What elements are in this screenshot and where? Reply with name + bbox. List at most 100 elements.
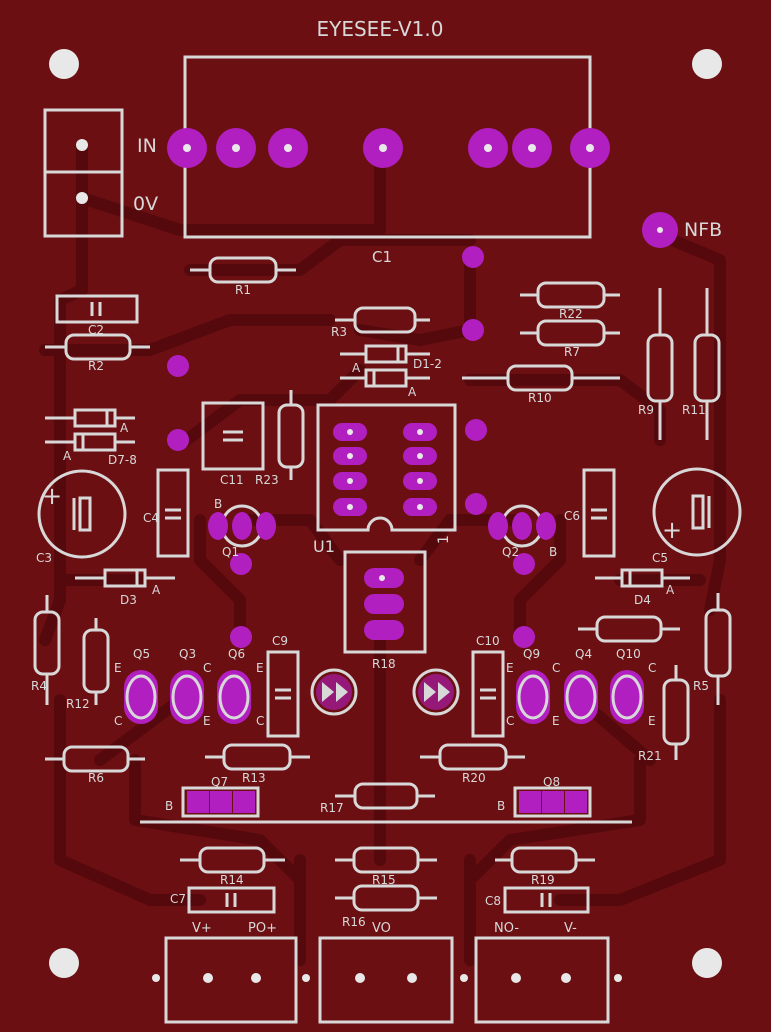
c6-body [582,468,616,558]
pad [513,626,535,648]
r1-label: R1 [235,283,251,297]
led-right-body [412,668,460,716]
c11-body [201,401,265,471]
q8-label: Q8 [543,775,560,789]
q6-pin-e: E [256,661,264,675]
mounting-hole-bottom-right [692,948,722,978]
c8-body [503,886,590,914]
connector-nominus-label: NO- [494,921,519,936]
c9-body [266,650,300,738]
d4-label: D4 [634,593,651,607]
c5-body [652,467,742,557]
r4-label: R4 [31,679,47,693]
q1-label: Q1 [222,545,239,559]
c9-label: C9 [272,634,288,648]
r15-label: R15 [372,873,396,887]
q5-label: Q5 [133,647,150,661]
mounting-hole-top-right [692,49,722,79]
c10-body [471,650,505,738]
ov-label: 0V [133,193,158,215]
c2-label: C2 [88,323,104,337]
pad [230,553,252,575]
c4-label: C4 [143,511,159,525]
c3-body [37,469,127,559]
q1-base-label: B [214,497,222,511]
r18-trimmer-outline [343,550,427,654]
q3-pin-c: C [203,661,211,675]
q4-pin-e: E [552,714,560,728]
d4-anode: A [666,583,675,597]
r23-label: R23 [255,473,279,487]
d78-label: D7-8 [108,453,137,467]
c5-plus: + [662,516,682,544]
q10-pin-c: C [648,661,656,675]
pads [124,128,678,813]
r12-label: R12 [66,697,90,711]
d12-label: D1-2 [413,357,442,371]
nfb-label: NFB [684,219,722,241]
r18-label: R18 [372,657,396,671]
r9-label: R9 [638,403,654,417]
mounting-hole-bottom-left [49,948,79,978]
pad [465,493,487,515]
c3-plus: + [42,482,62,510]
q2-label: Q2 [502,545,519,559]
r10-label: R10 [528,391,552,405]
led-left-body [310,668,358,716]
q6-pin-c: C [256,714,264,728]
r2-label: R2 [88,359,104,373]
q9-pin-c: C [506,714,514,728]
mounting-holes [49,49,722,978]
r13-label: R13 [242,771,266,785]
c2-body [55,294,139,324]
r22-label: R22 [559,307,583,321]
board-title: EYESEE-V1.0 [317,17,444,41]
c11-label: C11 [220,473,244,487]
q9-pin-e: E [506,661,514,675]
q5-pin-c: C [114,714,122,728]
c7-body [187,886,276,914]
q3-pin-e: E [203,714,211,728]
r14-label: R14 [220,873,244,887]
c8-label: C8 [485,894,501,908]
q4-pin-c: C [552,661,560,675]
pad [513,553,535,575]
q7-label: Q7 [211,775,228,789]
pad [462,319,484,341]
pad [230,626,252,648]
silkscreen-details [45,268,720,907]
r11-label: R11 [682,403,706,417]
connector-vo [318,936,454,1024]
r20-label: R20 [462,771,486,785]
connector-vo-label: VO [372,921,391,936]
q7-outline [181,786,260,818]
u1-pin1-label: 1 [436,535,452,544]
c1-label: C1 [372,248,392,266]
q6-label: Q6 [228,647,245,661]
c4-body [156,468,190,558]
r21-label: R21 [638,749,662,763]
drill-holes [76,139,663,983]
d2-anode: A [408,385,417,399]
pad [167,429,189,451]
q10-pin-e: E [648,714,656,728]
d8-anode: A [63,449,72,463]
d7-anode: A [120,421,129,435]
connector-poplus-label: PO+ [248,921,277,936]
q8-pin-b: B [497,799,505,813]
pad [465,419,487,441]
connector-vplus-poplus [164,936,298,1024]
d3-anode: A [152,583,161,597]
r16-label: R16 [342,915,366,929]
power-transistor-outlines [125,674,643,720]
c5-label: C5 [652,551,668,565]
q5-pin-e: E [114,661,122,675]
q3-label: Q3 [179,647,196,661]
r5-label: R5 [693,679,709,693]
r6-label: R6 [88,771,104,785]
c3-label: C3 [36,551,52,565]
labels: EYESEE-V1.0 IN 0V NFB C1 R1 C2 R2 R3 R22… [31,17,722,936]
connector-nominus-vminus [474,936,610,1024]
